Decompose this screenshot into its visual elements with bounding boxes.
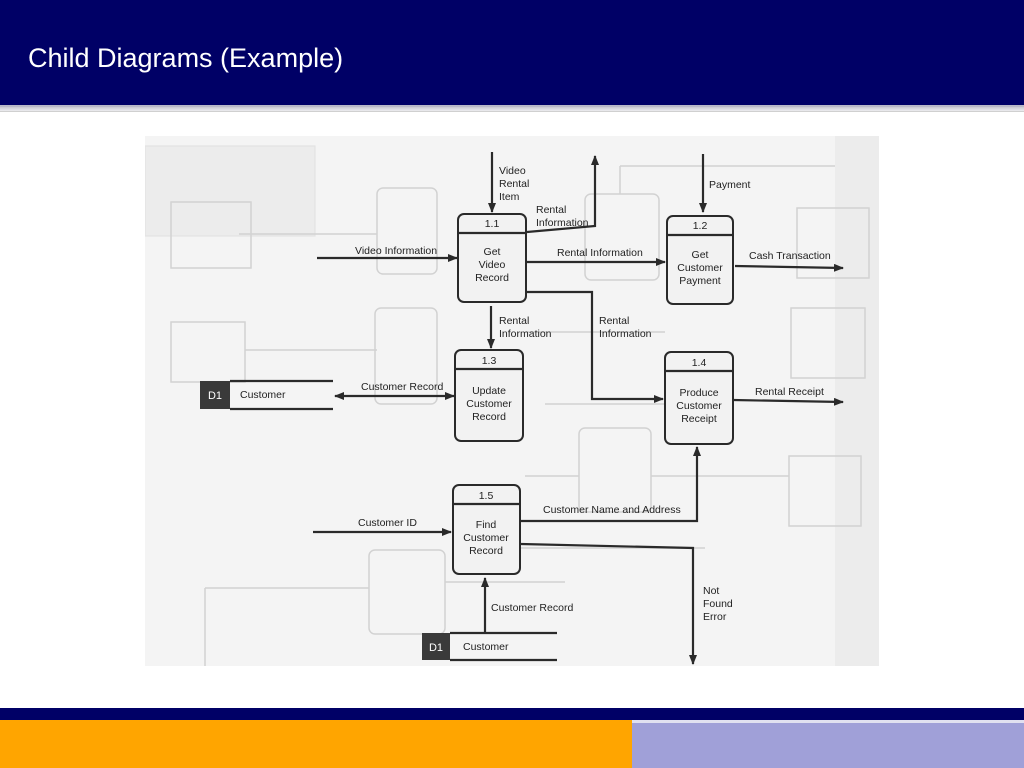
slide-title: Child Diagrams (Example) [28, 43, 344, 73]
process-label-line: Customer [463, 532, 509, 544]
flow-rental-info-right [527, 290, 664, 403]
label-customer-record-up: Customer Record [491, 602, 573, 614]
process-id: 1.1 [485, 218, 500, 230]
datastore-d1-upper: D1 Customer [200, 379, 333, 411]
footer-lilac-band [632, 720, 1024, 768]
process-label-line: Update [472, 385, 506, 397]
process-label-line: Get [692, 249, 709, 261]
label-rental-info-up-2: Information [536, 217, 589, 229]
flow-customer-name-address [521, 446, 701, 523]
title-bar: Child Diagrams (Example) [0, 0, 1024, 107]
label-customer-record-d1: Customer Record [361, 381, 443, 393]
label-rental-receipt: Rental Receipt [755, 386, 824, 398]
process-label-line: Video [479, 259, 506, 271]
datastore-name: Customer [463, 641, 509, 653]
label-rental-info-down-2: Information [499, 328, 552, 340]
process-1-3: 1.3 Update Customer Record [454, 349, 524, 442]
flow-rental-info-up [526, 155, 599, 234]
flow-cash-transaction [734, 263, 844, 272]
label-video: Video [499, 165, 526, 177]
label-rental-info-down-1: Rental [499, 315, 529, 327]
label-video-information: Video Information [355, 245, 437, 257]
label-rental-info-right-1: Rental [599, 315, 629, 327]
process-label-line: Record [475, 272, 509, 284]
label-payment: Payment [709, 179, 751, 191]
label-error: Error [703, 611, 727, 623]
process-label-line: Payment [679, 275, 721, 287]
process-id: 1.4 [692, 357, 707, 369]
process-1-2: 1.2 Get Customer Payment [666, 215, 734, 305]
process-label-line: Find [476, 519, 497, 531]
panel-shadow [0, 107, 1024, 113]
dfd-diagram: Video Rental Item Rental Information Pay… [145, 136, 879, 666]
datastore-id: D1 [208, 390, 222, 402]
label-rental-info-up-1: Rental [536, 204, 566, 216]
label-found: Found [703, 598, 733, 610]
process-label-line: Customer [466, 398, 512, 410]
process-1-4: 1.4 Produce Customer Receipt [664, 351, 734, 445]
process-id: 1.5 [479, 490, 494, 502]
footer-orange-band [0, 720, 632, 768]
process-1-5: 1.5 Find Customer Record [452, 484, 521, 575]
process-label-line: Get [484, 246, 501, 258]
process-id: 1.2 [693, 220, 708, 232]
label-rental-info-mid: Rental Information [557, 247, 643, 259]
label-rental-info-right-2: Information [599, 328, 652, 340]
label-customer-id: Customer ID [358, 517, 417, 529]
flow-not-found-error [520, 542, 697, 665]
process-label-line: Produce [679, 387, 718, 399]
process-label-line: Customer [677, 262, 723, 274]
process-1-1: 1.1 Get Video Record [457, 213, 527, 303]
footer-navy-band [0, 708, 1024, 720]
label-rental: Rental [499, 178, 529, 190]
label-item: Item [499, 191, 520, 203]
datastore-name: Customer [240, 389, 286, 401]
faded-background-context [145, 145, 870, 666]
flow-rental-receipt [732, 397, 844, 406]
label-cash-transaction: Cash Transaction [749, 250, 831, 262]
label-customer-name-address: Customer Name and Address [543, 504, 681, 516]
datastore-id: D1 [429, 642, 443, 654]
process-label-line: Record [469, 545, 503, 557]
process-id: 1.3 [482, 355, 497, 367]
datastore-d1-lower: D1 Customer [422, 631, 557, 662]
label-not: Not [703, 585, 719, 597]
data-flows: Video Rental Item Rental Information Pay… [313, 152, 844, 665]
process-label-line: Record [472, 411, 506, 423]
process-label-line: Customer [676, 400, 722, 412]
process-label-line: Receipt [681, 413, 717, 425]
